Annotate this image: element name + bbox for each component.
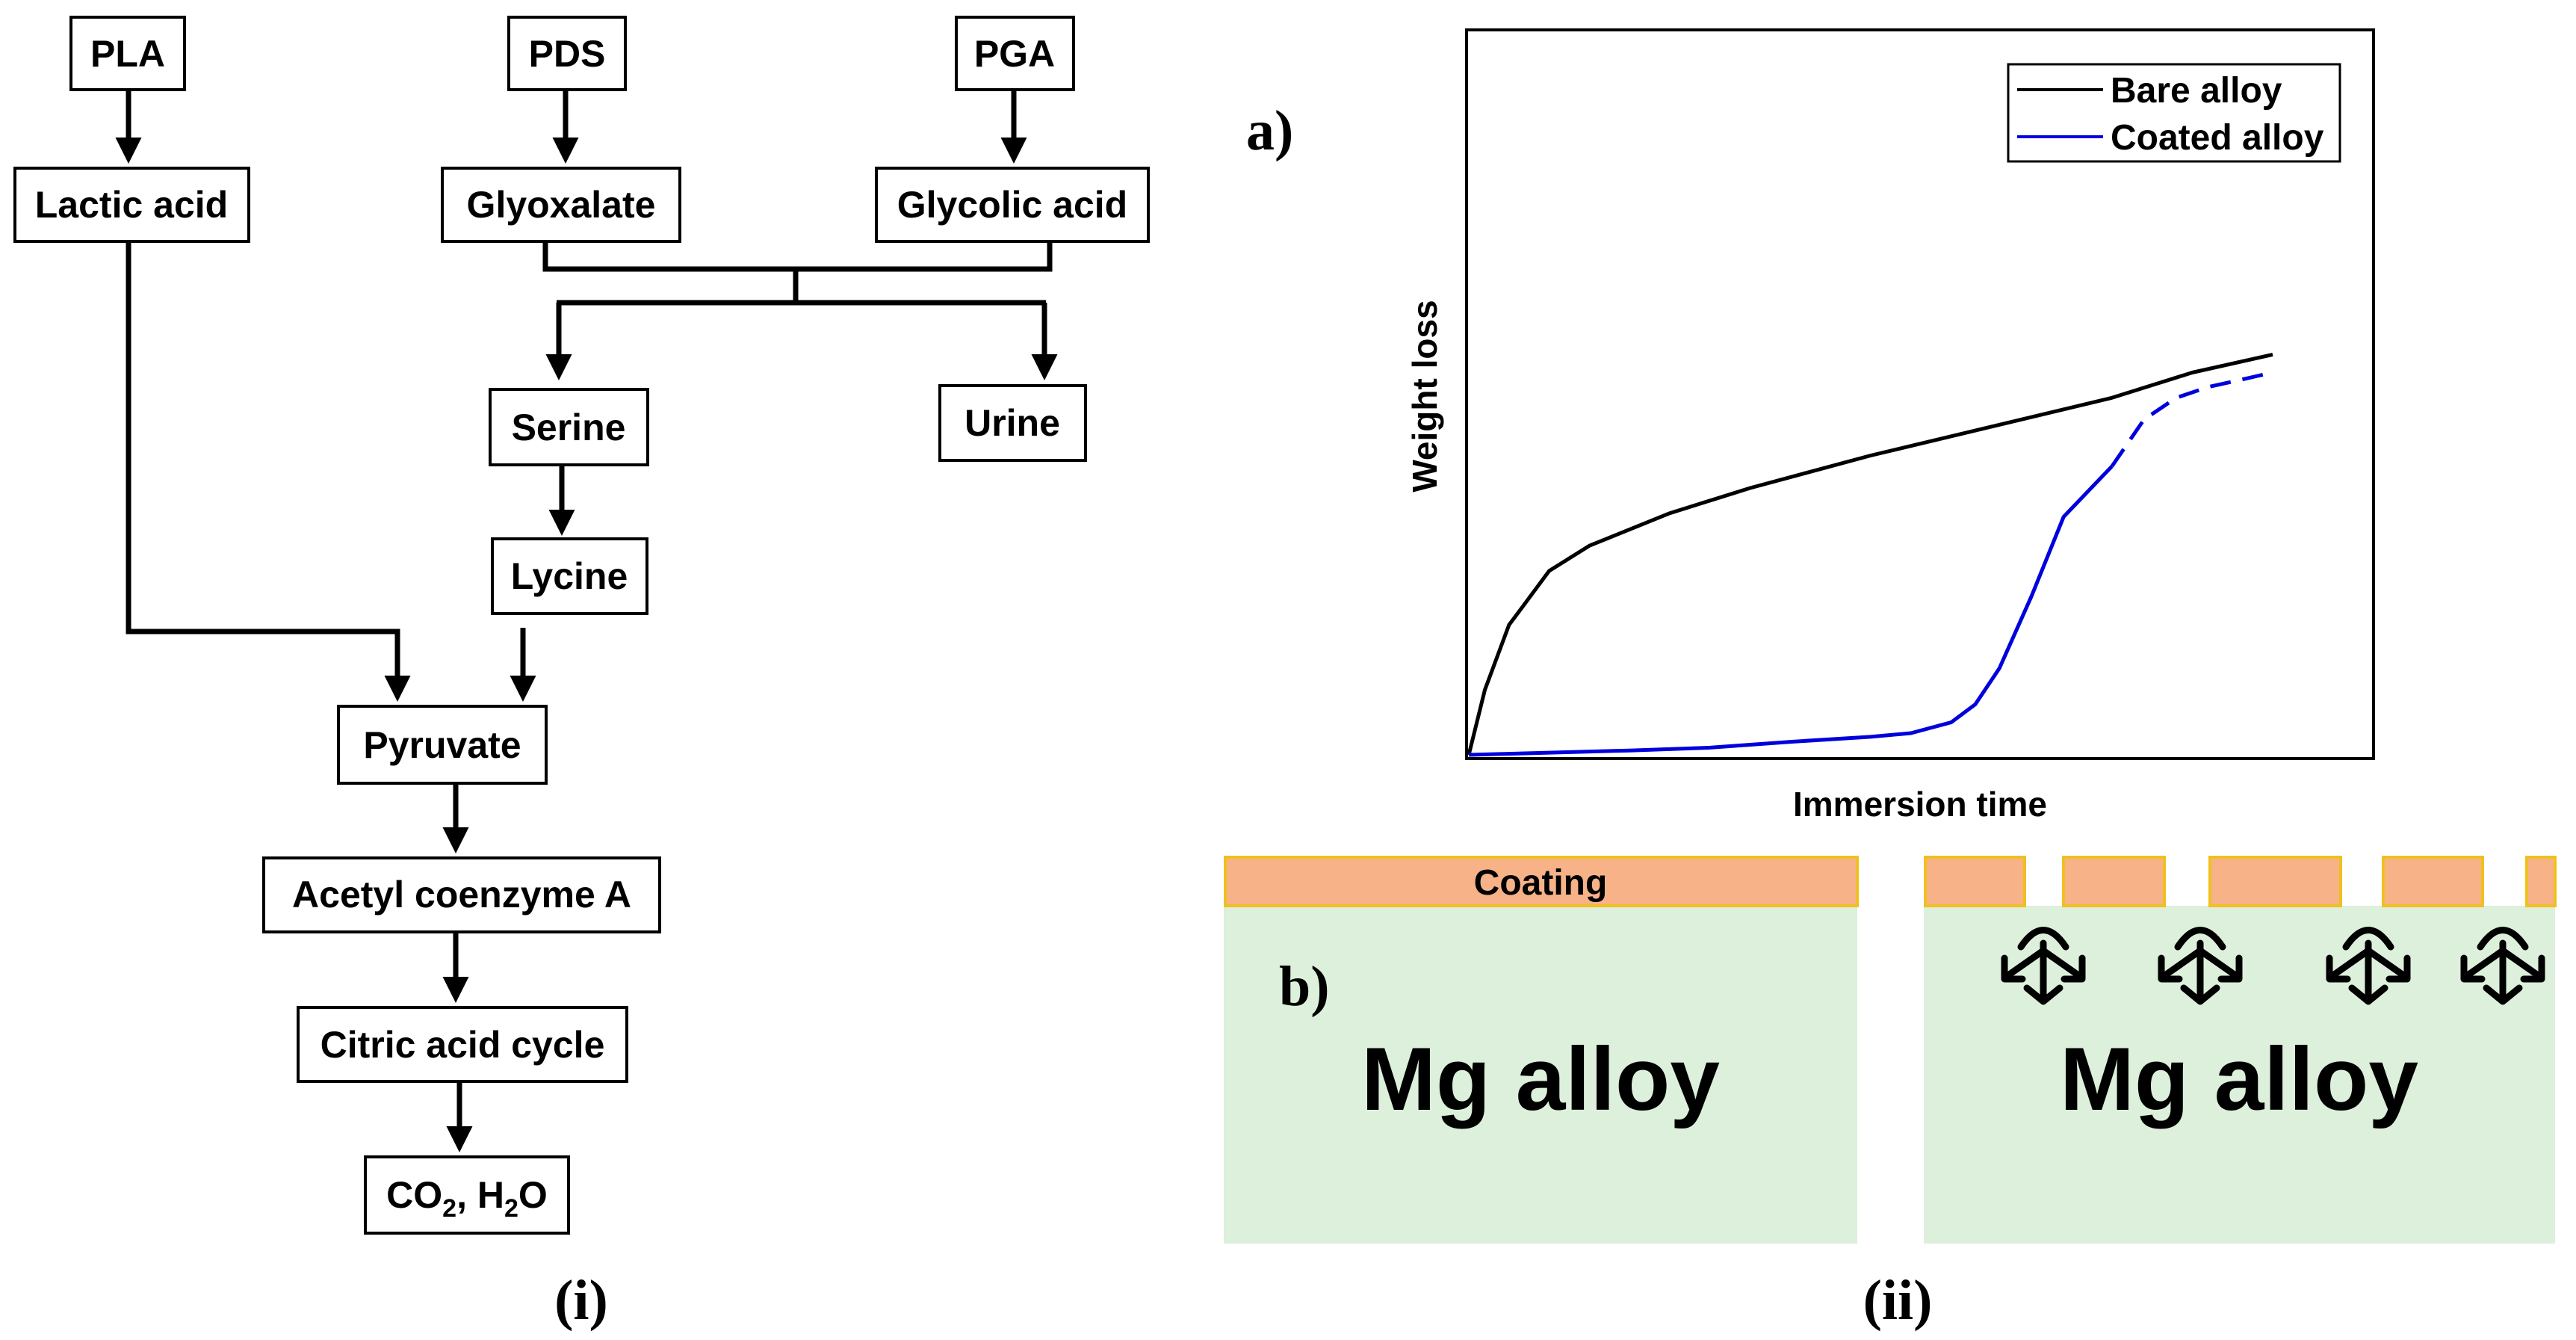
- node-label: Glyoxalate: [467, 184, 656, 226]
- series-line-0: [1467, 352, 2273, 756]
- coating-fragment: [2525, 856, 2557, 907]
- node-label: Urine: [965, 402, 1060, 444]
- corrosion-arrow-stroke: [2342, 927, 2394, 951]
- node-pla: PLA: [69, 16, 186, 91]
- substrate-label-right: Mg alloy: [2060, 1029, 2418, 1129]
- corrosion-arrow-stroke: [2001, 954, 2026, 983]
- node-label: Citric acid cycle: [321, 1024, 605, 1066]
- series-line-1: [1468, 465, 2114, 757]
- h2o-o: O: [518, 1174, 548, 1216]
- node-label: PGA: [974, 33, 1055, 75]
- corrosion-arrow-stroke: [2061, 954, 2086, 983]
- coating-layer-intact: [1224, 856, 1859, 907]
- chart-legend: Bare alloy Coated alloy: [2007, 63, 2341, 163]
- coating-fragment: [2062, 856, 2166, 907]
- x-axis-label: Immersion time: [1793, 785, 2047, 824]
- co2-sub: 2: [442, 1194, 456, 1223]
- corrosion-arrow-stroke: [2017, 927, 2069, 951]
- node-glycolic-acid: Glycolic acid: [875, 167, 1150, 243]
- corrosion-arrow-stroke: [2040, 947, 2084, 981]
- corrosion-arrow-stroke: [2460, 954, 2486, 983]
- node-label: Acetyl coenzyme A: [292, 874, 631, 916]
- coating-label: Coating: [1474, 863, 1608, 903]
- node-co2-h2o: CO2, H2O: [364, 1155, 570, 1235]
- node-label: Glycolic acid: [897, 184, 1127, 226]
- node-pyruvate: Pyruvate: [337, 705, 548, 785]
- coating-fragment: [1924, 856, 2026, 907]
- node-acetyl-coa: Acetyl coenzyme A: [262, 856, 661, 933]
- corrosion-arrow-stroke: [2180, 984, 2220, 1005]
- legend-entry-coated: Coated alloy: [2111, 118, 2324, 158]
- corrosion-arrow-stroke: [2158, 954, 2183, 983]
- node-label: PDS: [529, 33, 606, 75]
- coating-fragment: [2208, 856, 2342, 907]
- corrosion-arrows: [2001, 927, 2545, 1005]
- panel-label-i: (i): [554, 1269, 608, 1332]
- substrate-label-left: Mg alloy: [1361, 1029, 1720, 1129]
- substrate-left: [1224, 906, 1857, 1244]
- legend-entry-bare: Bare alloy: [2111, 71, 2282, 111]
- node-label: Serine: [512, 407, 626, 448]
- corrosion-arrow-cluster: [2001, 927, 2086, 1005]
- corrosion-arrow-stroke: [2217, 954, 2243, 983]
- corrosion-arrow-stroke: [2159, 947, 2204, 981]
- node-glyoxalate: Glyoxalate: [441, 167, 681, 243]
- arrow-lactic-pyruvate: [126, 241, 411, 702]
- corrosion-arrow-stroke: [2483, 984, 2523, 1005]
- corrosion-arrow-cluster: [2460, 927, 2545, 1005]
- node-serine: Serine: [489, 388, 649, 466]
- node-lycine: Lycine: [491, 537, 648, 615]
- corrosion-arrow-stroke: [2477, 927, 2529, 951]
- merge-bar: [542, 241, 1053, 272]
- corrosion-arrow-stroke: [2326, 954, 2351, 983]
- series-layer: [1467, 352, 2273, 757]
- legend-box: [2007, 63, 2341, 163]
- corrosion-arrow-stroke: [2174, 927, 2226, 951]
- node-label: Lactic acid: [35, 184, 228, 226]
- coating-fragment: [2382, 856, 2484, 907]
- corrosion-arrow-stroke: [2365, 947, 2409, 981]
- corrosion-arrow-cluster: [2158, 927, 2243, 1005]
- node-label: CO2, H2O: [386, 1174, 548, 1223]
- corrosion-arrow-stroke: [2023, 984, 2063, 1005]
- corrosion-arrow-stroke: [2327, 947, 2372, 981]
- co2-co: CO: [386, 1174, 442, 1216]
- corrosion-arrow-stroke: [2196, 947, 2241, 981]
- subpanel-label-a: a): [1246, 99, 1293, 162]
- series-line-2: [2110, 371, 2273, 468]
- y-axis-label: Weight loss: [1405, 300, 1444, 492]
- corrosion-arrow-cluster: [2326, 927, 2411, 1005]
- coating-schematic: Coating Mg alloy b) Mg alloy: [1224, 856, 2557, 1244]
- corrosion-arrow-stroke: [2520, 954, 2545, 983]
- corrosion-arrow-stroke: [2499, 947, 2544, 981]
- corrosion-arrow-stroke: [2002, 947, 2047, 981]
- metabolic-flowchart: PLA PDS PGA Lactic acid Glyoxalate Glyco…: [13, 16, 1150, 1332]
- corrosion-arrow-stroke: [2348, 984, 2388, 1005]
- node-label: PLA: [90, 33, 165, 75]
- node-pga: PGA: [955, 16, 1075, 91]
- node-label: Lycine: [511, 555, 628, 597]
- node-pds: PDS: [507, 16, 627, 91]
- subpanel-label-b: b): [1279, 955, 1330, 1018]
- flowchart-connectors: [115, 90, 1058, 1152]
- node-urine: Urine: [938, 384, 1087, 462]
- corrosion-arrow-stroke: [2462, 947, 2507, 981]
- node-label: Pyruvate: [363, 724, 521, 766]
- corrosion-arrow-stroke: [2385, 954, 2411, 983]
- node-citric-acid-cycle: Citric acid cycle: [297, 1006, 628, 1083]
- co2-h: , H: [456, 1174, 504, 1216]
- node-lactic-acid: Lactic acid: [13, 167, 250, 243]
- weight-loss-chart: a) Immersion time Weight loss Bare alloy…: [1246, 28, 2375, 824]
- h2o-sub: 2: [504, 1194, 518, 1223]
- panel-label-ii: (ii): [1863, 1269, 1933, 1332]
